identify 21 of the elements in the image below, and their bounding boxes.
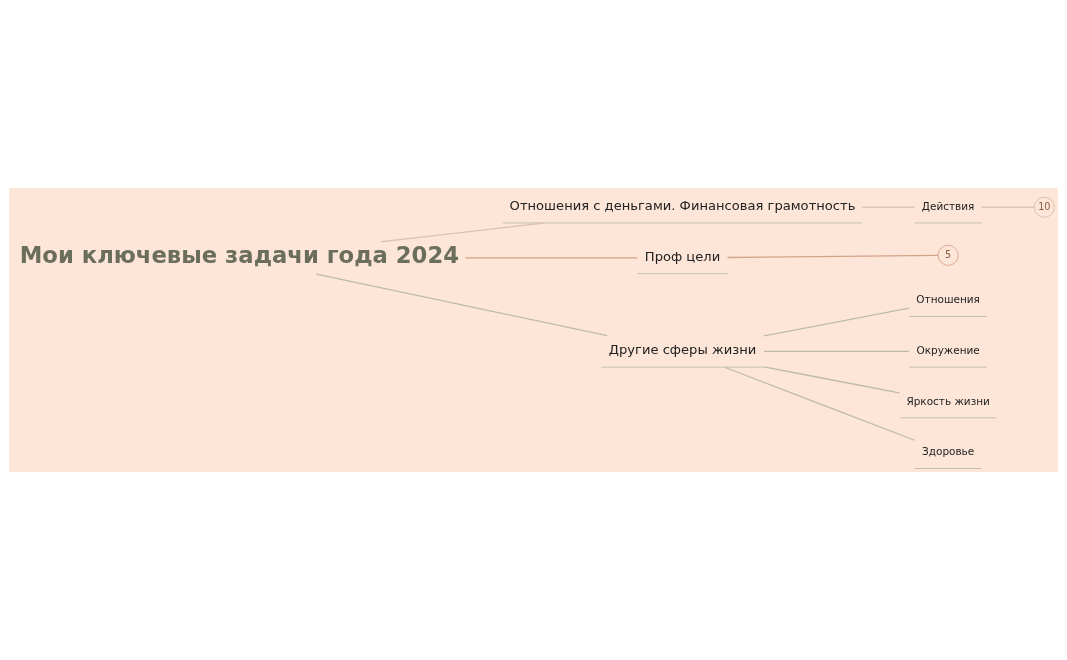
node-text: Здоровье [922,445,975,458]
node-text: Мои ключевые задачи года 2024 [19,241,460,268]
node-text: Отношения с деньгами. Финансовая грамотность [509,198,856,214]
connector [380,222,545,243]
connector [464,257,638,259]
node-circle: 5 [937,244,959,266]
connector [981,206,1035,208]
connector [315,273,608,337]
node-text: Проф цели [644,248,721,264]
node-text: Отношения [916,293,980,306]
connector [763,350,910,353]
connector [861,206,916,208]
connector [763,307,910,337]
node-text: Яркость жизни [906,394,990,407]
connector [723,366,916,441]
node-text: Другие сферы жизни [608,342,757,358]
node-text: Окружение [916,344,980,357]
node-circle: 10 [1033,196,1055,218]
connector [726,254,939,259]
node-text: Действия [921,199,975,212]
connector [763,366,900,394]
